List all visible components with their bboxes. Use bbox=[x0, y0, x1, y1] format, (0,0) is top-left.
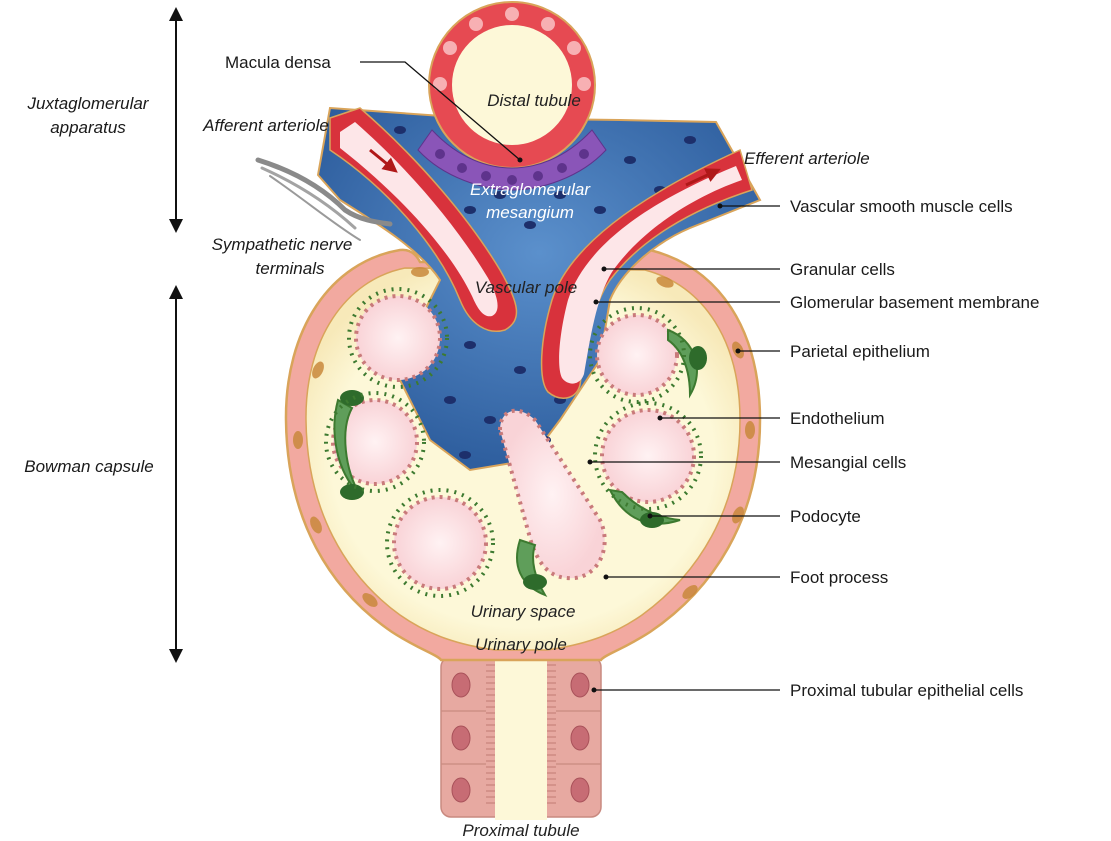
macula-densa-label: Macula densa bbox=[225, 53, 331, 72]
distal-tubule-label: Distal tubule bbox=[487, 91, 581, 110]
proximal-tubule-label: Proximal tubule bbox=[462, 821, 579, 840]
capillary-loop bbox=[394, 497, 486, 589]
juxtaglomerular-label-line2: apparatus bbox=[50, 118, 126, 137]
vascular-smooth-muscle-label: Vascular smooth muscle cells bbox=[790, 197, 1013, 216]
endothelium-label: Endothelium bbox=[790, 409, 885, 428]
callout-proximal-cells: Proximal tubular epithelial cells bbox=[592, 681, 1024, 700]
foot-process-label: Foot process bbox=[790, 568, 888, 587]
urinary-pole-label: Urinary pole bbox=[475, 635, 567, 654]
callout-vascular-smooth-muscle: Vascular smooth muscle cells bbox=[718, 197, 1013, 216]
efferent-arteriole-label: Efferent arteriole bbox=[744, 149, 870, 168]
podocyte-label: Podocyte bbox=[790, 507, 861, 526]
sympathetic-nerve-label-line2: terminals bbox=[256, 259, 325, 278]
granular-cells-label: Granular cells bbox=[790, 260, 895, 279]
parietal-epithelium-label: Parietal epithelium bbox=[790, 342, 930, 361]
urinary-space-label: Urinary space bbox=[471, 602, 576, 621]
juxtaglomerular-label-line1: Juxtaglomerular bbox=[27, 94, 150, 113]
vascular-pole-label: Vascular pole bbox=[475, 278, 577, 297]
mesangial-cells-label: Mesangial cells bbox=[790, 453, 906, 472]
extraglomerular-label-line1: Extraglomerular bbox=[470, 180, 591, 199]
proximal-cells-label: Proximal tubular epithelial cells bbox=[790, 681, 1023, 700]
capillary-loop bbox=[602, 410, 694, 502]
capillary-loop bbox=[356, 296, 440, 380]
extraglomerular-label-line2: mesangium bbox=[486, 203, 574, 222]
sympathetic-nerve-label-line1: Sympathetic nerve bbox=[212, 235, 353, 254]
callout-parietal-epithelium: Parietal epithelium bbox=[736, 342, 930, 361]
proximal-tubule bbox=[441, 640, 601, 820]
afferent-arteriole-label: Afferent arteriole bbox=[202, 116, 329, 135]
capillary-loop bbox=[597, 315, 677, 395]
gbm-label: Glomerular basement membrane bbox=[790, 293, 1039, 312]
bowman-capsule-label: Bowman capsule bbox=[24, 457, 153, 476]
